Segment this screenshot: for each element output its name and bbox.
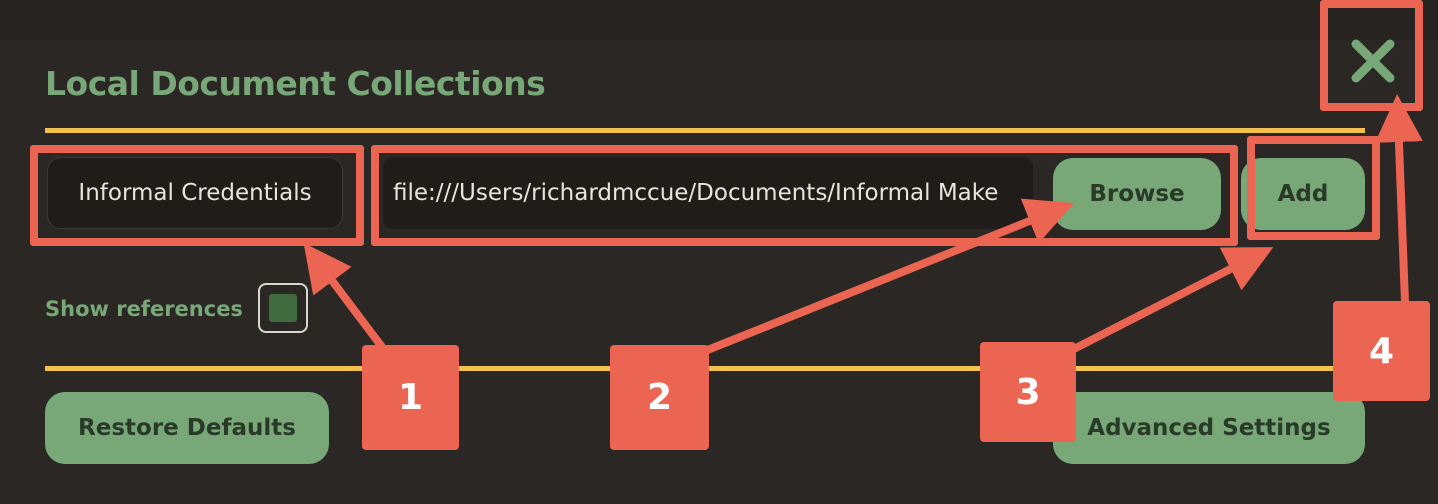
- collection-name-input[interactable]: Informal Credentials: [47, 157, 343, 229]
- annotation-badge-1: 1: [362, 345, 459, 450]
- restore-defaults-button[interactable]: Restore Defaults: [45, 392, 329, 464]
- highlight-box-4: [1320, 0, 1423, 111]
- annotation-badge-3: 3: [980, 342, 1076, 442]
- add-button[interactable]: Add: [1241, 158, 1365, 230]
- collection-path-input[interactable]: file:///Users/richardmccue/Documents/Inf…: [383, 157, 1033, 229]
- show-references-checkbox[interactable]: [258, 283, 308, 333]
- close-icon[interactable]: [1345, 33, 1401, 89]
- advanced-settings-button[interactable]: Advanced Settings: [1053, 392, 1365, 464]
- dialog-title: Local Document Collections: [45, 64, 546, 103]
- highlight-box-2: [371, 145, 1238, 246]
- browse-button[interactable]: Browse: [1053, 158, 1221, 230]
- window-top-strip: [0, 0, 1438, 40]
- highlight-box-3: [1247, 136, 1380, 240]
- checkbox-checked-fill: [269, 294, 297, 322]
- annotation-badge-2: 2: [610, 345, 709, 450]
- highlight-box-1: [30, 145, 364, 246]
- annotation-badge-4: 4: [1333, 301, 1430, 401]
- title-divider: [45, 128, 1365, 133]
- show-references-label: Show references: [45, 297, 243, 321]
